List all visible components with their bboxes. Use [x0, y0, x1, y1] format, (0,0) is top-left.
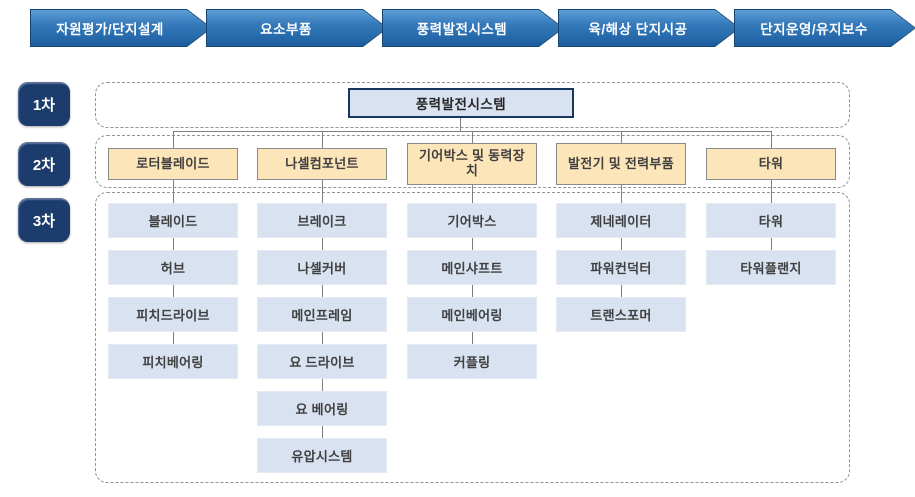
tier3-box-main-frame: 메인프레임: [257, 297, 387, 332]
connector-line: [173, 131, 174, 148]
connector-line: [472, 131, 473, 143]
tier3-box-pitch-drive: 피치드라이브: [108, 297, 238, 332]
connector-line: [173, 285, 174, 297]
tier3-box-brake: 브레이크: [257, 203, 387, 238]
tier3-box-nacelle-cover: 나셀커버: [257, 250, 387, 285]
process-step-site-construction: 육/해상 단지시공: [558, 9, 740, 47]
tier3-box-blade: 블레이드: [108, 203, 238, 238]
connector-line: [771, 131, 772, 148]
tier3-box-tower-flange: 타워플랜지: [706, 250, 836, 285]
tier3-box-transformer: 트랜스포머: [556, 297, 686, 332]
connector-line: [621, 185, 622, 203]
connector-line: [173, 180, 174, 203]
process-step-label: 자원평가/단지설계: [56, 22, 164, 37]
process-step-operation-maintenance: 단지운영/유지보수: [734, 9, 915, 47]
connector-line: [322, 379, 323, 391]
tier1-container: [95, 82, 850, 128]
process-step-shape: [735, 10, 915, 46]
tier3-box-hub: 허브: [108, 250, 238, 285]
connector-line: [173, 332, 174, 344]
connector-line: [771, 238, 772, 250]
connector-line: [322, 238, 323, 250]
tier2-box-gearbox-power-unit: 기어박스 및 동력장치: [407, 143, 537, 185]
connector-line: [621, 238, 622, 250]
process-step-label: 풍력발전시스템: [416, 22, 508, 37]
process-step-label: 육/해상 단지시공: [588, 22, 688, 37]
process-step-shape: [207, 10, 387, 46]
tier3-box-tower: 타워: [706, 203, 836, 238]
connector-line: [621, 131, 622, 143]
tier-badge-1: 1차: [18, 82, 70, 126]
tier3-box-main-bearing: 메인베어링: [407, 297, 537, 332]
connector-line: [621, 285, 622, 297]
process-step-wind-power-system: 풍력발전시스템: [382, 9, 564, 47]
connector-line: [460, 118, 461, 131]
tier3-box-power-converter: 파워컨덕터: [556, 250, 686, 285]
tier3-box-main-shaft: 메인샤프트: [407, 250, 537, 285]
connector-line: [472, 285, 473, 297]
tier3-box-yaw-drive: 요 드라이브: [257, 344, 387, 379]
process-step-label: 단지운영/유지보수: [760, 22, 868, 37]
tier-badge-2: 2차: [18, 142, 70, 186]
tier2-box-rotor-blade: 로터블레이드: [108, 148, 238, 180]
tier2-box-nacelle-component: 나셀컴포넌트: [257, 148, 387, 180]
process-step-resource-evaluation: 자원평가/단지설계: [30, 9, 212, 47]
connector-line: [771, 180, 772, 203]
tier2-box-tower: 타워: [706, 148, 836, 180]
process-step-shape: [31, 10, 211, 46]
connector-line: [322, 131, 323, 148]
process-step-label: 요소부품: [260, 22, 312, 37]
tier3-box-pitch-bearing: 피치베어링: [108, 344, 238, 379]
process-step-component-parts: 요소부품: [206, 9, 388, 47]
connector-line: [322, 180, 323, 203]
tier3-box-yaw-bearing: 요 베어링: [257, 391, 387, 426]
process-step-shape: [383, 10, 563, 46]
connector-line: [472, 332, 473, 344]
process-step-shape: [559, 10, 739, 46]
connector-line: [322, 285, 323, 297]
connector-line: [322, 332, 323, 344]
connector-line: [472, 238, 473, 250]
connector-line: [322, 426, 323, 438]
tier3-box-coupling: 커플링: [407, 344, 537, 379]
tier3-box-generator: 제네레이터: [556, 203, 686, 238]
tier3-box-gearbox: 기어박스: [407, 203, 537, 238]
tier3-box-hydraulic-system: 유압시스템: [257, 438, 387, 473]
tier2-box-generator-power-parts: 발전기 및 전력부품: [556, 143, 686, 185]
tier1-box-wind-power-system: 풍력발전시스템: [348, 88, 574, 118]
connector-line: [472, 185, 473, 203]
tier-badge-3: 3차: [18, 198, 70, 242]
connector-line: [173, 238, 174, 250]
